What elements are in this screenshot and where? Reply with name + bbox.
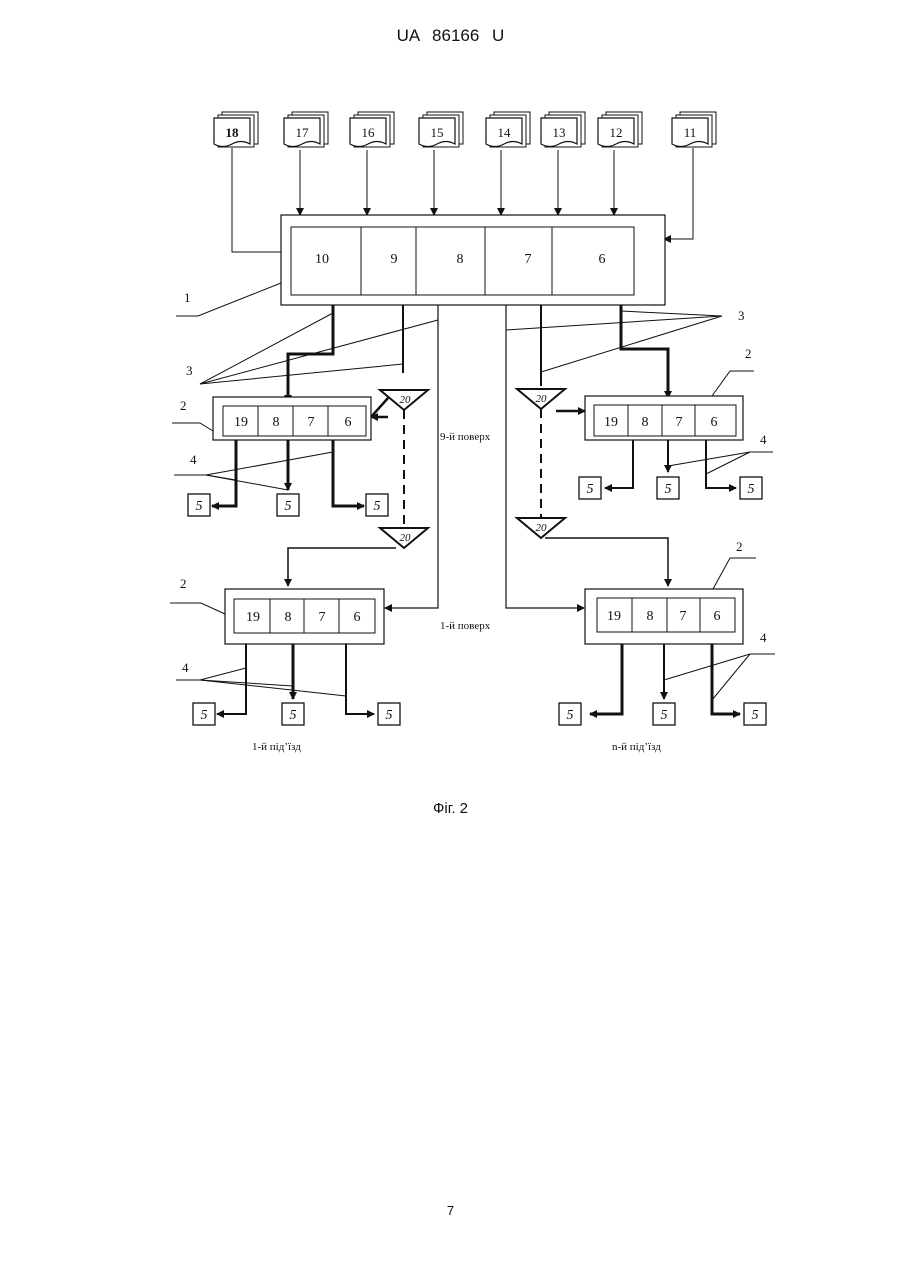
- device: 5: [579, 477, 601, 499]
- floor-cell: 8: [647, 609, 654, 624]
- wire-ref: 4: [760, 432, 767, 447]
- floor-cell: 7: [676, 415, 683, 430]
- source-docs: 18 17 16 15 14: [214, 112, 716, 147]
- device: 5: [282, 703, 304, 725]
- wire-ref: 4: [190, 452, 197, 467]
- device-label: 5: [201, 708, 208, 723]
- device-label: 5: [748, 482, 755, 497]
- repeater: 20: [380, 528, 428, 548]
- floor-cell: 7: [308, 415, 315, 430]
- wire-ref: 4: [182, 660, 189, 675]
- floor-unit: 19 8 7 6: [585, 589, 743, 644]
- source-doc: 13: [541, 112, 585, 147]
- main-unit-ref: 1: [184, 290, 191, 305]
- floor-cell: 19: [246, 610, 260, 625]
- device: 5: [744, 703, 766, 725]
- source-label: 16: [362, 125, 376, 140]
- floor-unit-ref: 2: [180, 398, 187, 413]
- source-doc: 11: [672, 112, 716, 147]
- source-label: 12: [610, 125, 623, 140]
- repeater: 20: [517, 389, 565, 409]
- wire-ref: 4: [760, 630, 767, 645]
- device-label: 5: [285, 499, 292, 514]
- device-label: 5: [752, 708, 759, 723]
- repeater-label: 20: [536, 393, 548, 405]
- floor-unit-ref: 2: [736, 539, 743, 554]
- floor-cell: 6: [711, 415, 718, 430]
- device: 5: [188, 494, 210, 516]
- bus-ref: 3: [186, 363, 193, 378]
- main-cell: 6: [599, 252, 606, 267]
- floor-cell: 6: [345, 415, 352, 430]
- device-label: 5: [196, 499, 203, 514]
- repeater-label: 20: [400, 532, 412, 544]
- floor-cell: 19: [607, 609, 621, 624]
- floor-unit: 19 8 7 6: [585, 396, 743, 440]
- device: 5: [657, 477, 679, 499]
- floor-cell: 8: [285, 610, 292, 625]
- bus-ref: 3: [738, 308, 745, 323]
- device: 5: [559, 703, 581, 725]
- source-label: 18: [226, 125, 240, 140]
- device: 5: [740, 477, 762, 499]
- device-label: 5: [290, 708, 297, 723]
- device-label: 5: [567, 708, 574, 723]
- floor-cell: 6: [354, 610, 361, 625]
- leader-main: [176, 283, 281, 316]
- main-cell: 7: [525, 252, 532, 267]
- device: 5: [653, 703, 675, 725]
- floor-cell: 8: [273, 415, 280, 430]
- device-label: 5: [587, 482, 594, 497]
- main-unit: 10 9 8 7 6: [281, 215, 665, 305]
- source-label: 17: [296, 125, 310, 140]
- source-label: 13: [553, 125, 566, 140]
- device-label: 5: [665, 482, 672, 497]
- floor-cell: 7: [680, 609, 687, 624]
- entrance-n-label: n-й під’їзд: [612, 741, 661, 753]
- wire-leaders: [174, 452, 775, 700]
- floor-cell: 6: [714, 609, 721, 624]
- device-label: 5: [374, 499, 381, 514]
- floor-cell: 19: [234, 415, 248, 430]
- source-doc: 16: [350, 112, 394, 147]
- device: 5: [193, 703, 215, 725]
- floor-unit-ref: 2: [180, 576, 187, 591]
- floor-cell: 7: [319, 610, 326, 625]
- device-label: 5: [661, 708, 668, 723]
- page-number: 7: [0, 1203, 901, 1218]
- repeater-label: 20: [400, 394, 412, 406]
- source-label: 15: [431, 125, 444, 140]
- device: 5: [378, 703, 400, 725]
- source-label: 11: [684, 125, 697, 140]
- floor-unit: 19 8 7 6: [213, 397, 371, 440]
- device-label: 5: [386, 708, 393, 723]
- repeater-label: 20: [536, 522, 548, 534]
- source-label: 14: [498, 125, 512, 140]
- floor-unit-ref: 2: [745, 346, 752, 361]
- source-doc: 17: [284, 112, 328, 147]
- device: 5: [366, 494, 388, 516]
- source-doc: 15: [419, 112, 463, 147]
- floor-cell: 19: [604, 415, 618, 430]
- entrance-first-label: 1-й під’їзд: [252, 741, 301, 753]
- repeater: 20: [517, 518, 565, 538]
- source-doc: 14: [486, 112, 530, 147]
- floor-cell: 8: [642, 415, 649, 430]
- floor-bottom-label: 1-й поверх: [440, 620, 491, 632]
- source-doc: 18: [214, 112, 258, 147]
- main-cell: 8: [457, 252, 464, 267]
- source-doc: 12: [598, 112, 642, 147]
- device: 5: [277, 494, 299, 516]
- main-cell: 9: [391, 252, 398, 267]
- main-cell: 10: [315, 252, 329, 267]
- floor-top-label: 9-й поверх: [440, 431, 491, 443]
- figure-caption: Фіг. 2: [0, 800, 901, 817]
- floor-unit: 19 8 7 6: [225, 589, 384, 644]
